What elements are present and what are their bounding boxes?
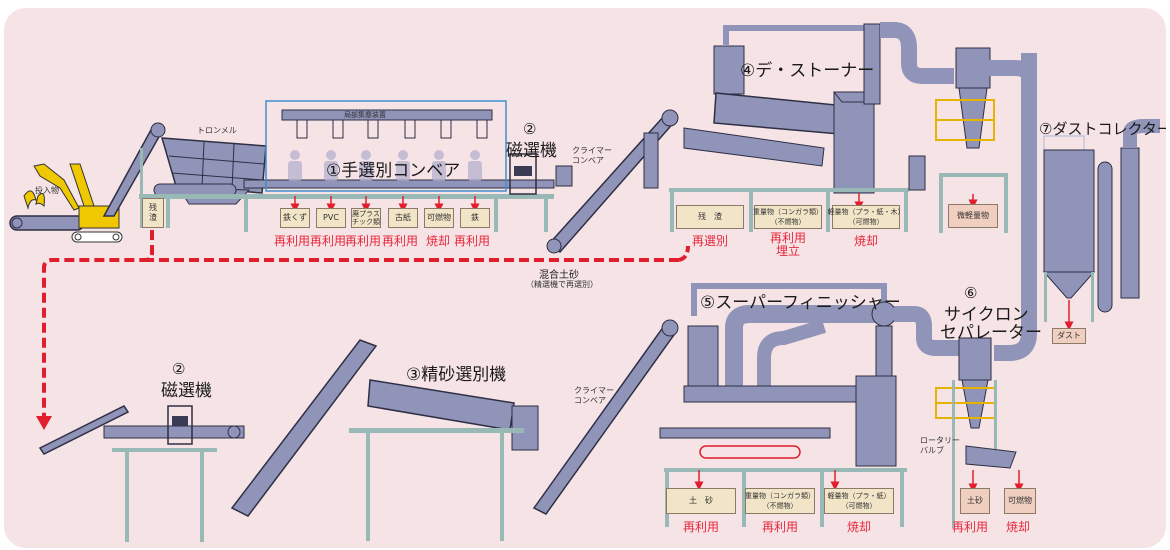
- trommel-label: トロンメル: [197, 126, 237, 135]
- use-label: 焼却: [853, 234, 878, 248]
- fine-sand-separator-label: ③精砂選別機: [406, 365, 507, 385]
- destoner-label: ④デ・ストーナー: [740, 61, 875, 81]
- super-finisher: [659, 283, 964, 527]
- main-duct: [994, 53, 1037, 361]
- bin-pvc: PVC: [316, 208, 346, 228]
- magnet-label-2: 磁選機: [161, 381, 212, 401]
- use-label: 再利用: [274, 234, 311, 248]
- use-label: 焼却: [846, 520, 871, 534]
- drop-arrows: [290, 193, 1074, 493]
- sorting-zone-box: [265, 100, 507, 192]
- bin-destoner-light: 軽量物（プラ・紙・木） （可燃物）: [828, 205, 905, 229]
- use-label: 再利用 埋立: [769, 231, 806, 258]
- use-label: 再利用: [382, 234, 419, 248]
- destoner-frame: [669, 188, 909, 232]
- magnetic-separator-1: [509, 153, 537, 195]
- cyclone-number: ⑥: [964, 284, 978, 302]
- use-label: 再利用: [345, 234, 382, 248]
- workers: [288, 150, 482, 181]
- bottom-climber-conveyor: [230, 339, 378, 517]
- micro-light-cyclone: [908, 47, 1008, 233]
- magnet-number-2: ②: [172, 360, 186, 378]
- cyclone-label-line2: セパレーター: [940, 323, 1042, 343]
- use-label: 再利用: [682, 520, 719, 534]
- destoner: [643, 22, 954, 194]
- bin-iron-scrap: 鉄くず: [280, 208, 310, 228]
- bin-destoner-heavy: 重量物（コンガラ類） （不燃物）: [753, 205, 823, 229]
- magnet-label-1: 磁選機: [506, 141, 557, 161]
- super-finisher-label: ⑤スーパーフィニッシャー: [700, 293, 901, 313]
- dust-hood-label: 局部集塵装置: [344, 111, 386, 119]
- excavator: [23, 163, 123, 243]
- bin-cyclone-sand: 土砂: [960, 488, 990, 514]
- inclined-belt-conveyor: [102, 122, 166, 217]
- bin-destoner-residue: 残 渣: [676, 205, 744, 229]
- use-label: 再選別: [691, 234, 728, 248]
- bin-combustible: 可燃物: [424, 208, 454, 228]
- machinery-drawing: [9, 22, 1160, 542]
- use-label: 再利用: [761, 520, 798, 534]
- mixed-soil-label: 混合土砂: [539, 270, 579, 281]
- bin-finisher-light: 軽量物（プラ・紙） （可燃物）: [824, 488, 894, 514]
- feed-conveyor: [9, 215, 85, 231]
- fine-sand-separator: [349, 379, 539, 541]
- magnetic-separator-2: [103, 405, 245, 542]
- residue-flow-line: [42, 230, 154, 416]
- bottom-feed-conveyor: [38, 405, 130, 455]
- bin-cyclone-combustible: 可燃物: [1004, 488, 1036, 514]
- trommel: [153, 137, 267, 205]
- use-label: 再利用: [952, 520, 989, 534]
- bin-micro-light: 微軽量物: [948, 204, 998, 228]
- residue-bin: 残 渣: [142, 198, 164, 228]
- rotary-valve-label: ロータリー バルブ: [920, 436, 960, 455]
- use-label: 再利用: [310, 234, 347, 248]
- bin-finisher-heavy: 重量物（コンガラ類） （不燃物）: [745, 488, 815, 514]
- bin-dust: ダスト: [1052, 328, 1086, 344]
- bin-waste-plastic: 廃プラス チック類: [351, 208, 381, 228]
- cyclone-label-line1: サイクロン: [944, 305, 1029, 325]
- dust-hood: [281, 109, 493, 121]
- bin-finisher-sand: 土 砂: [666, 488, 736, 514]
- bin-iron: 鉄: [460, 208, 490, 228]
- process-flow-diagram: 投入物 トロンメル 局部集塵装置 ①手選別コンベア ② 磁選機 クライマー コン…: [4, 8, 1166, 548]
- input-material-label: 投入物: [35, 186, 59, 195]
- use-label: 焼却: [1006, 520, 1031, 534]
- climber-conveyor-label-2: クライマー コンベア: [574, 386, 614, 405]
- use-label: 焼却: [426, 234, 451, 248]
- climber-conveyor-label-1: クライマー コンベア: [572, 146, 612, 165]
- use-label: 再利用: [454, 234, 491, 248]
- flow-arrowhead: [36, 416, 52, 430]
- mixed-soil-note: （精選機で再選別）: [526, 280, 598, 289]
- bin-paper: 古紙: [388, 208, 418, 228]
- magnet-number-1: ②: [523, 120, 537, 138]
- climber-conveyor-bottom: [532, 319, 679, 515]
- dust-collector-label: ⑦ダストコレクター: [1039, 120, 1166, 138]
- cyclone-separator: [935, 337, 1017, 528]
- dust-collector: [1042, 119, 1160, 322]
- hand-sorting-conveyor-label: ①手選別コンベア: [326, 161, 461, 181]
- dust-hood-ducts: [296, 119, 488, 139]
